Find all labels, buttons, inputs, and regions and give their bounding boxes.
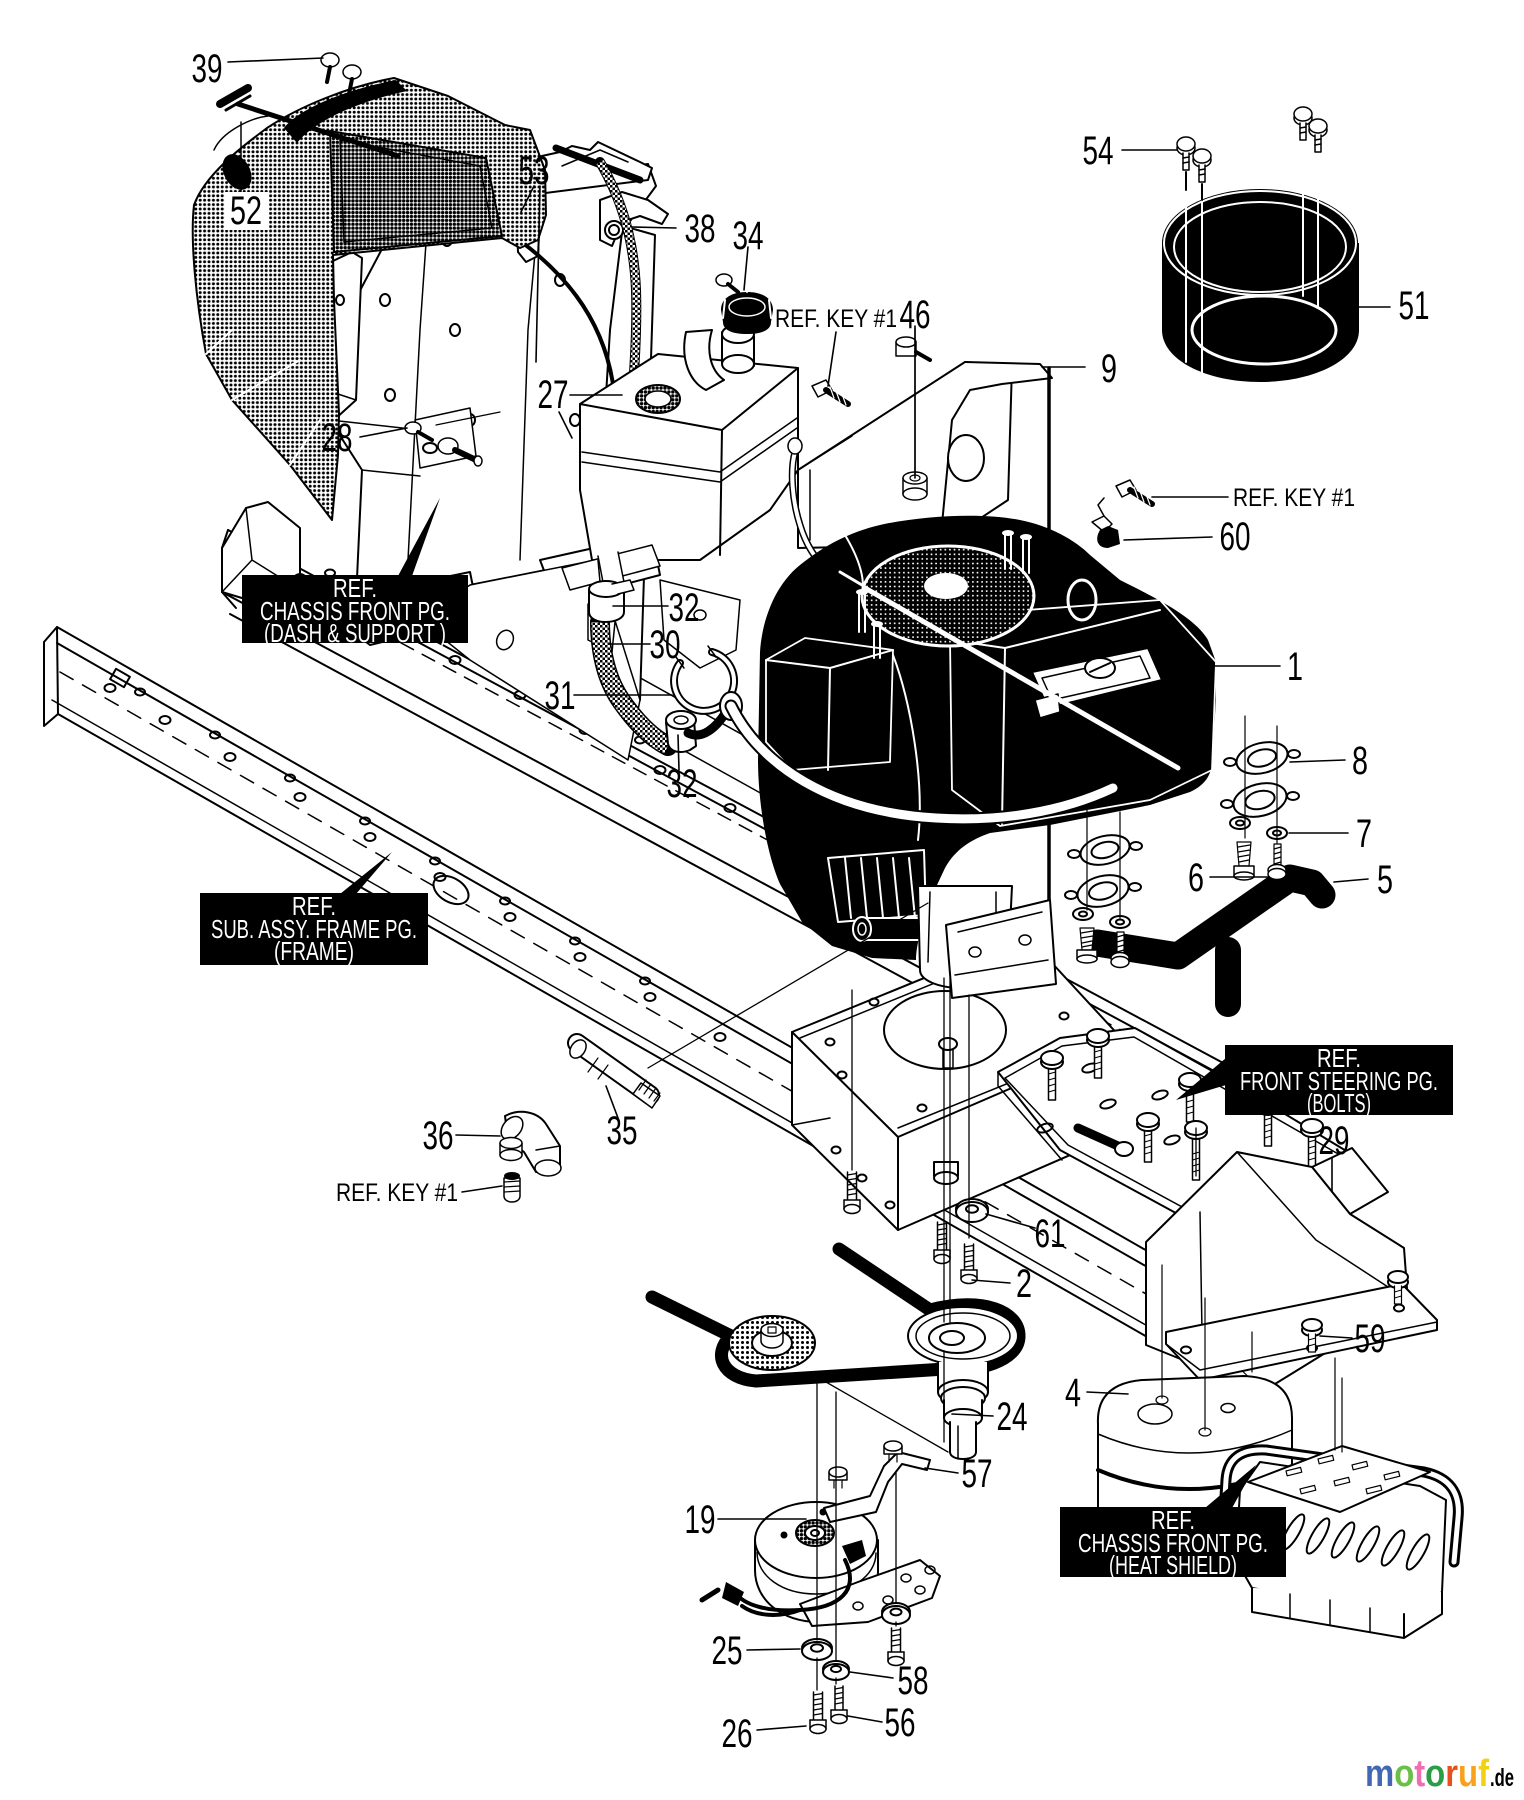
svg-text:32: 32 [667, 762, 698, 806]
svg-text:30: 30 [650, 623, 681, 667]
svg-text:(FRAME): (FRAME) [274, 936, 354, 966]
svg-text:REF.: REF. [292, 891, 336, 921]
svg-text:24: 24 [997, 1395, 1028, 1439]
svg-text:58: 58 [898, 1659, 929, 1703]
svg-text:39: 39 [192, 47, 223, 91]
svg-text:53: 53 [519, 149, 550, 193]
svg-text:34: 34 [733, 214, 764, 258]
svg-text:46: 46 [900, 293, 931, 337]
svg-text:38: 38 [685, 207, 716, 251]
svg-text:51: 51 [1399, 284, 1430, 328]
svg-text:4: 4 [1065, 1371, 1081, 1415]
svg-text:31: 31 [545, 674, 576, 718]
svg-text:29: 29 [1319, 1119, 1350, 1163]
svg-text:56: 56 [885, 1701, 916, 1745]
svg-text:REF.: REF. [333, 573, 377, 603]
svg-text:57: 57 [962, 1452, 993, 1496]
svg-text:REF.: REF. [1151, 1505, 1195, 1535]
svg-text:27: 27 [538, 373, 569, 417]
svg-text:61: 61 [1035, 1212, 1066, 1256]
svg-text:35: 35 [607, 1109, 638, 1153]
svg-text:36: 36 [423, 1114, 454, 1158]
svg-text:FRONT STEERING PG.: FRONT STEERING PG. [1240, 1066, 1438, 1096]
svg-text:32: 32 [669, 586, 700, 630]
svg-text:2: 2 [1016, 1262, 1032, 1306]
svg-text:(BOLTS): (BOLTS) [1307, 1088, 1371, 1118]
svg-text:8: 8 [1352, 739, 1368, 783]
svg-text:59: 59 [1355, 1317, 1386, 1361]
svg-text:6: 6 [1188, 856, 1204, 900]
svg-text:52: 52 [230, 189, 262, 233]
svg-text:REF. KEY #1: REF. KEY #1 [775, 305, 897, 333]
svg-text:REF. KEY #1: REF. KEY #1 [1233, 484, 1355, 512]
svg-text:.de: .de [1490, 1764, 1514, 1792]
svg-text:SUB. ASSY. FRAME PG.: SUB. ASSY. FRAME PG. [211, 914, 417, 944]
svg-text:REF.: REF. [1317, 1043, 1361, 1073]
svg-text:motoruf: motoruf [1365, 1753, 1489, 1795]
svg-text:1: 1 [1287, 645, 1303, 689]
svg-text:9: 9 [1101, 347, 1117, 391]
svg-text:(DASH & SUPPORT ): (DASH & SUPPORT ) [264, 618, 446, 648]
svg-text:25: 25 [712, 1629, 743, 1673]
svg-text:CHASSIS FRONT PG.: CHASSIS FRONT PG. [260, 596, 450, 626]
svg-text:7: 7 [1356, 812, 1372, 856]
svg-text:CHASSIS FRONT PG.: CHASSIS FRONT PG. [1078, 1528, 1268, 1558]
svg-text:(HEAT SHIELD): (HEAT SHIELD) [1109, 1550, 1237, 1580]
svg-text:REF. KEY #1: REF. KEY #1 [336, 1179, 458, 1207]
svg-text:26: 26 [722, 1712, 753, 1756]
svg-text:5: 5 [1377, 858, 1393, 902]
svg-text:60: 60 [1220, 515, 1251, 559]
svg-text:19: 19 [685, 1498, 716, 1542]
svg-text:28: 28 [322, 416, 353, 460]
svg-text:54: 54 [1083, 129, 1114, 173]
